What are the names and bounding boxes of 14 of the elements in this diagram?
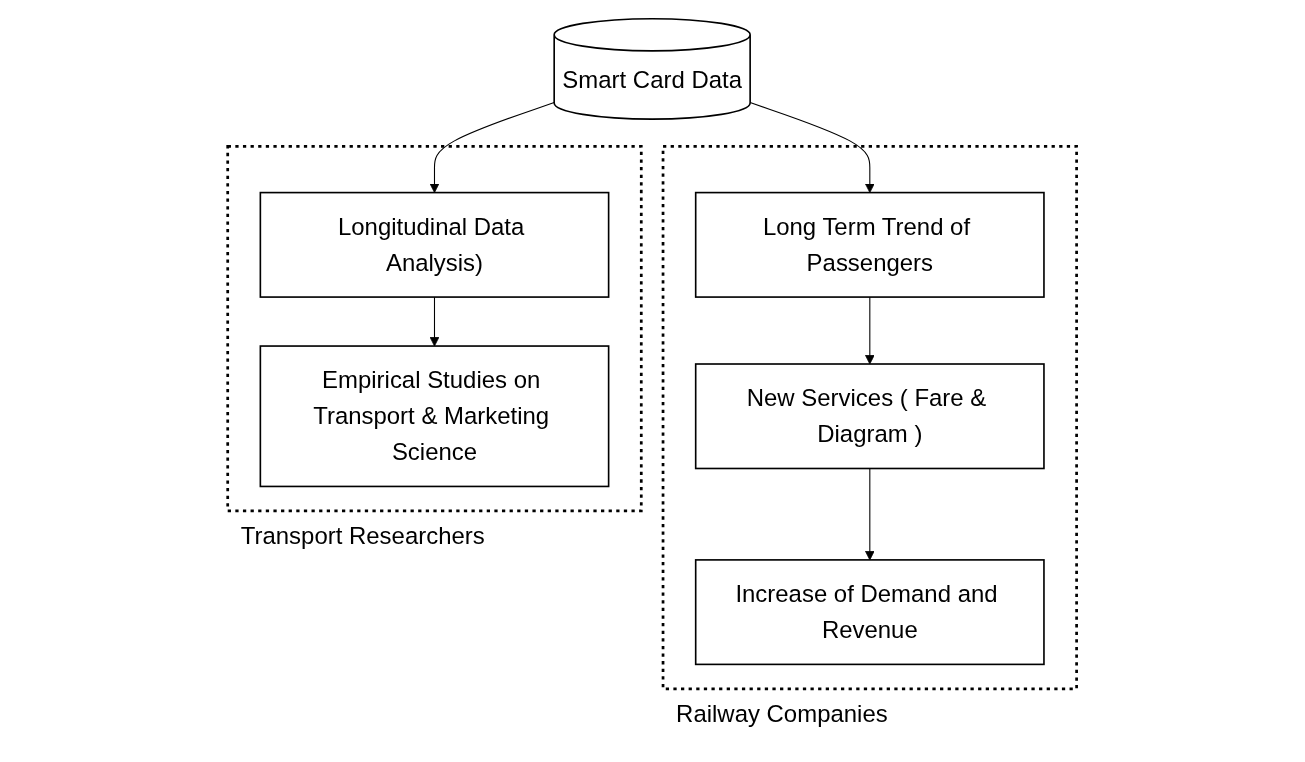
node-label: Railway Companies: [676, 699, 889, 727]
arrow: [430, 296, 440, 347]
node-box: New Services ( Fare & Diagram ): [695, 363, 1046, 470]
node-label: Transport Researchers: [241, 521, 486, 550]
arrow: [865, 296, 875, 365]
node-box: Longitudinal Data Analysis): [259, 191, 610, 298]
node-box: Long Term Trend of Passengers: [695, 191, 1046, 298]
node-box: Increase of Demand and Revenue: [695, 559, 1046, 666]
node-box: Empirical Studies on Transport & Marketing Science: [259, 345, 610, 488]
cluster: [226, 145, 643, 513]
arrow: [430, 102, 556, 194]
cluster: [662, 145, 1079, 691]
arrow: [749, 102, 875, 194]
arrow: [865, 467, 875, 561]
